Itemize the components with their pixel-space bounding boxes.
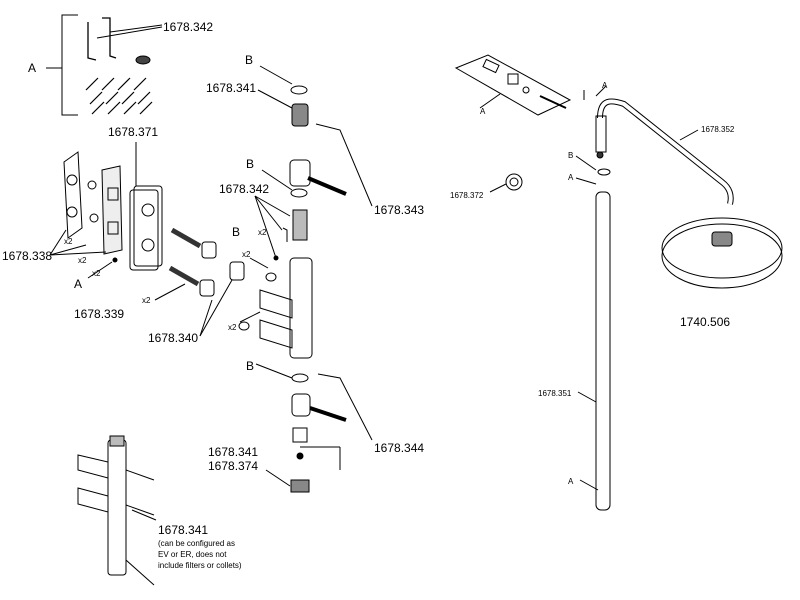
multiplier-x2-d: x2 — [142, 296, 151, 305]
showerhead — [661, 217, 783, 289]
label-mixer-part: 1678.342 — [219, 182, 269, 196]
riser-pipe — [577, 191, 611, 511]
center-valve-stack — [254, 65, 373, 493]
label-a-right: A — [568, 173, 574, 182]
hoses — [154, 227, 217, 301]
label-valve-note-2: EV or ER, does not — [158, 550, 227, 559]
label-a-left: A — [74, 277, 82, 291]
label-hex-keys: 1678.342 — [163, 20, 213, 34]
valve-body — [77, 435, 157, 586]
nuts — [199, 257, 277, 337]
label-nuts: 1678.340 — [148, 331, 198, 345]
label-handle-top: 1678.343 — [374, 203, 424, 217]
backplate — [49, 151, 123, 279]
label-mixer-front: 1678.371 — [108, 125, 158, 139]
label-b-right: B — [568, 151, 573, 160]
label-handle-bottom: 1678.344 — [374, 441, 424, 455]
mixer-front-plate — [129, 142, 163, 271]
label-wall-part: 1678.372 — [450, 191, 484, 200]
multiplier-x2-c: x2 — [92, 269, 101, 278]
label-bolt-top: 1678.341 — [206, 81, 256, 95]
label-hoses: 1678.339 — [74, 307, 124, 321]
label-kit-a: A — [480, 107, 486, 116]
screws-icon — [85, 77, 153, 115]
label-arm: 1678.352 — [701, 125, 735, 134]
label-b-lower: B — [246, 359, 254, 373]
label-valve-note-3: include filters or collets) — [158, 561, 242, 570]
part-labels: 1678.342 A B 1678.341 1678.371 B 1678.34… — [2, 20, 735, 570]
label-cap-2: 1678.374 — [208, 459, 258, 473]
label-valve-body: 1678.341 — [158, 523, 208, 537]
multiplier-x2-g: x2 — [228, 323, 237, 332]
label-b-mid: B — [246, 157, 254, 171]
label-backplate: 1678.338 — [2, 249, 52, 263]
multiplier-x2-a: x2 — [64, 237, 73, 246]
label-valve-note-1: (can be configured as — [158, 539, 235, 548]
shower-arm — [575, 85, 734, 205]
wall-part-1678-372 — [489, 173, 523, 193]
label-screw-a: A — [602, 81, 608, 90]
multiplier-x2-b: x2 — [78, 256, 87, 265]
label-cap-1: 1678.341 — [208, 445, 258, 459]
multiplier-x2-f: x2 — [258, 228, 267, 237]
label-b-top: B — [245, 53, 253, 67]
label-riser: 1678.351 — [538, 389, 572, 398]
wall-kit-a — [454, 54, 572, 116]
multiplier-x2-e: x2 — [242, 250, 251, 259]
label-showerhead: 1740.506 — [680, 315, 730, 329]
label-a-bottom: A — [568, 477, 574, 486]
label-b-left: B — [232, 225, 240, 239]
fixing-kit-group — [46, 14, 163, 116]
label-a-bracket: A — [28, 61, 36, 75]
